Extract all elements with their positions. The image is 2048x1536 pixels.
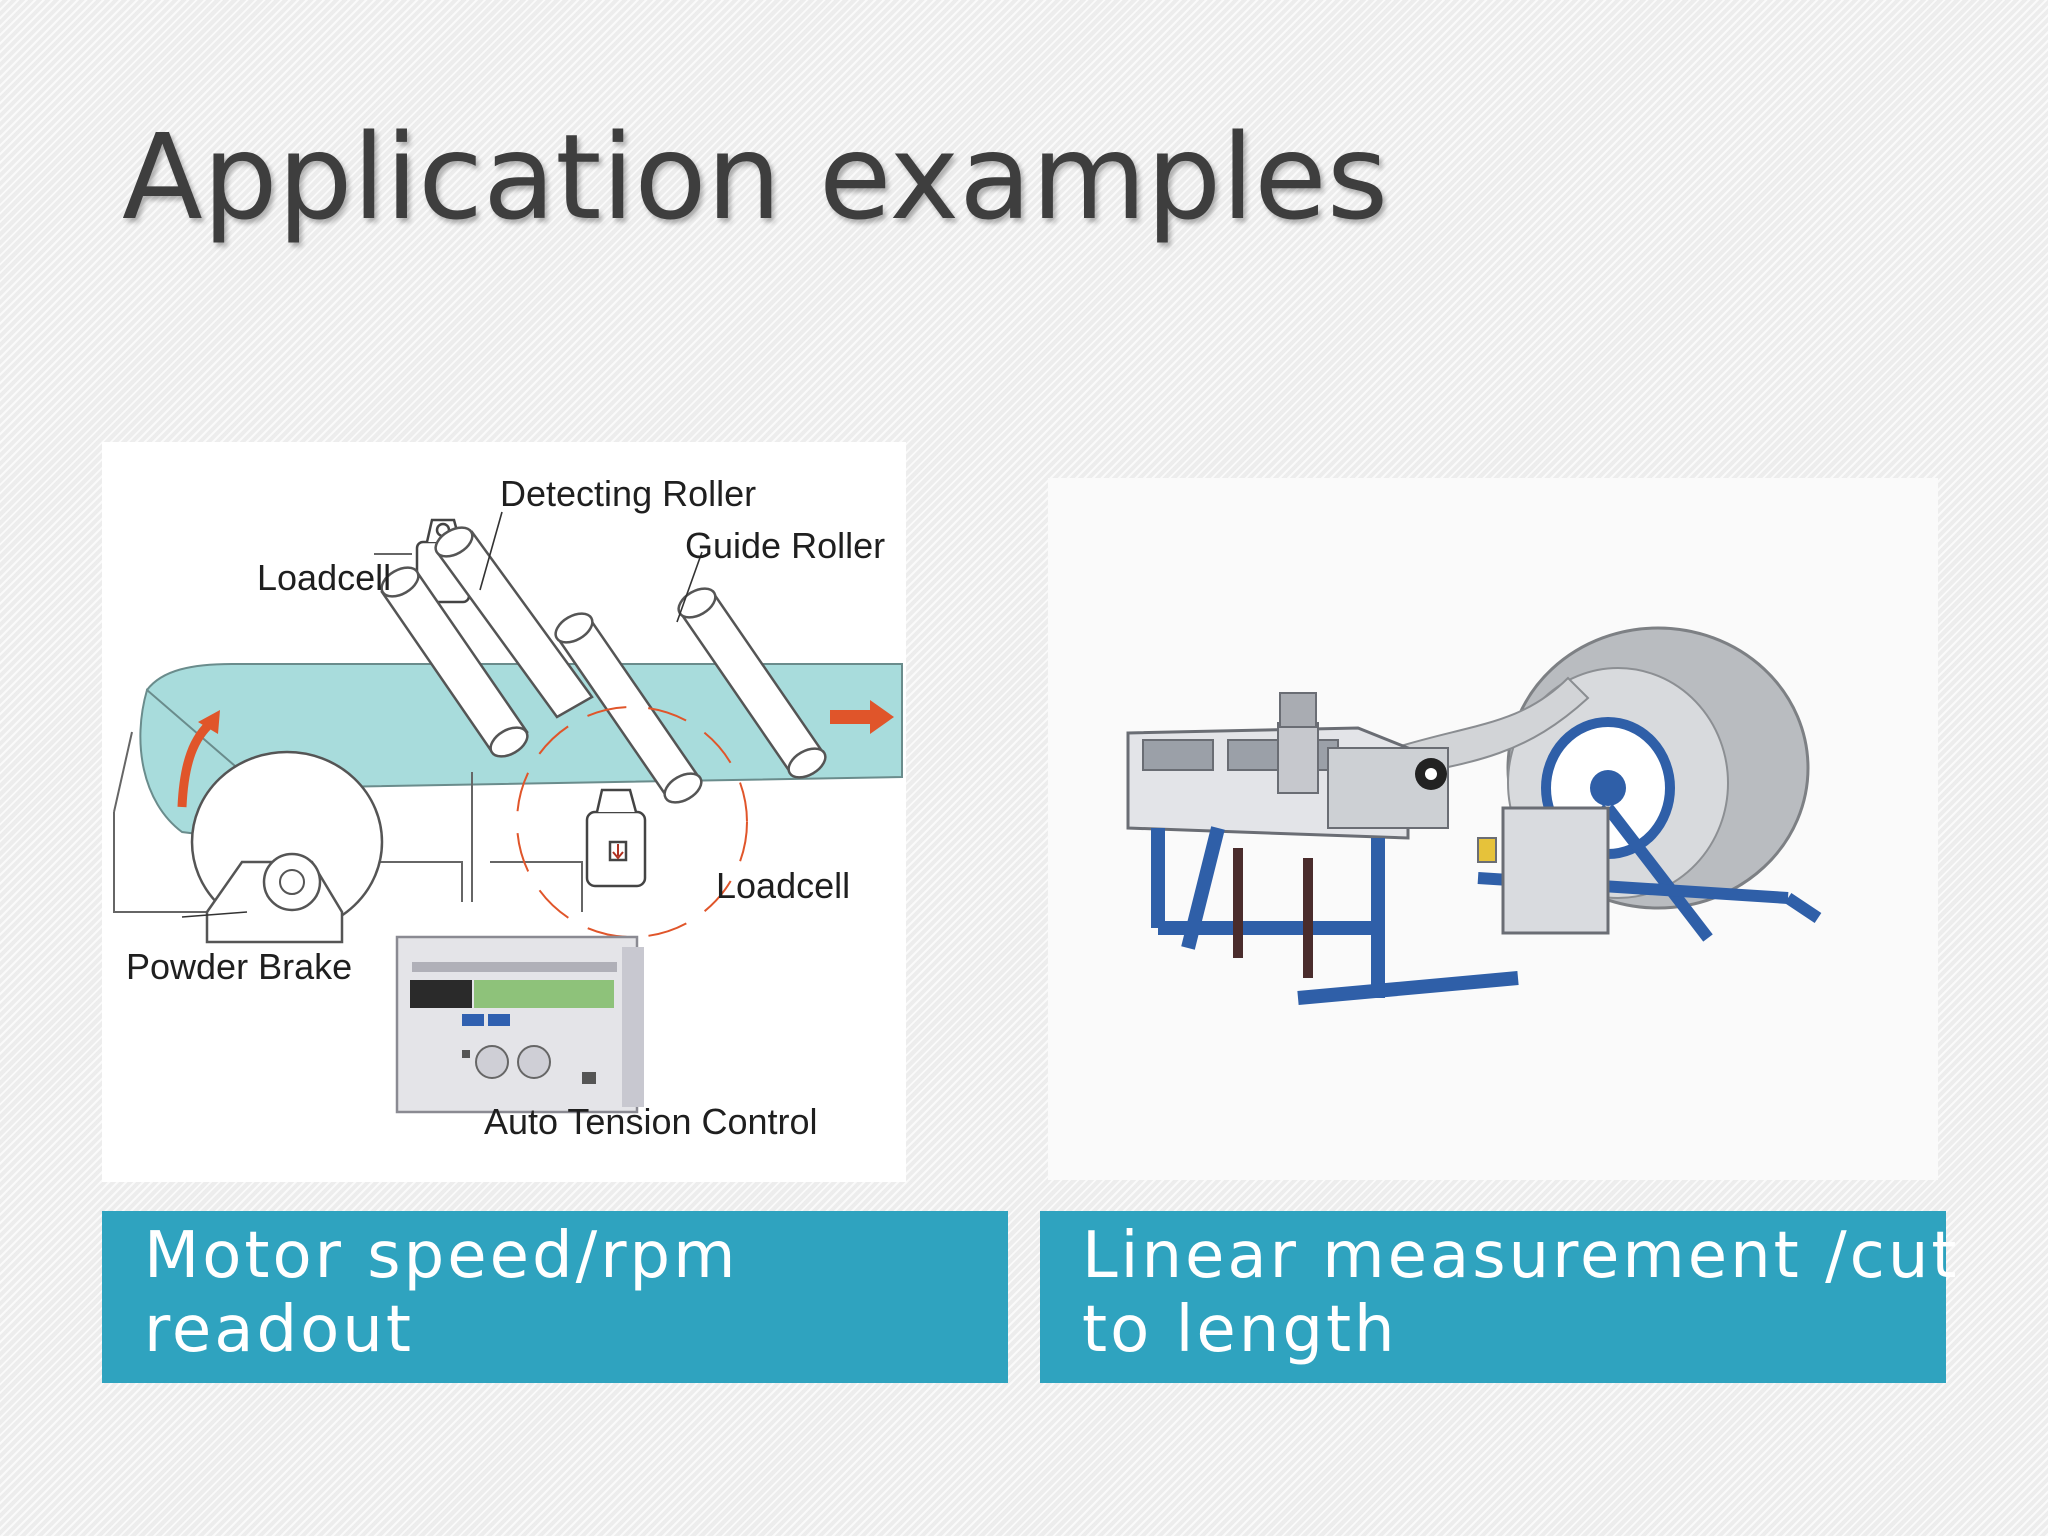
control-box xyxy=(1501,806,1610,935)
direction-arrow-curved-head-icon xyxy=(198,710,220,734)
caption-right-line2: to length xyxy=(1082,1293,1398,1367)
slide-title: Application examples xyxy=(122,108,1389,246)
label-auto-tension-control: Auto Tension Control xyxy=(484,1101,818,1142)
label-loadcell-bottom: Loadcell xyxy=(716,865,850,906)
tension-diagram-svg: Detecting Roller Guide Roller Loadcell L… xyxy=(113,473,903,1142)
machine-frame xyxy=(113,731,583,913)
machine-base xyxy=(1233,848,1313,978)
caption-motor-speed: Motor speed/rpm readout xyxy=(102,1211,1008,1383)
guide-roller xyxy=(677,587,827,779)
machine-legs xyxy=(1151,826,1519,1005)
cut-to-length-machine-image xyxy=(1048,478,1938,1180)
direction-arrow-right-icon xyxy=(830,700,894,734)
label-loadcell-top: Loadcell xyxy=(257,557,391,598)
loadcell-bottom-highlight xyxy=(516,706,748,938)
label-detecting-roller: Detecting Roller xyxy=(500,473,756,514)
loadcell-arrow-icon xyxy=(612,844,624,860)
machine-body xyxy=(1126,692,1449,840)
detecting-roller xyxy=(380,566,529,758)
caption-left-line2: readout xyxy=(144,1293,414,1367)
caption-linear-measurement: Linear measurement /cut to length xyxy=(1040,1211,1960,1383)
auto-tension-control-unit xyxy=(395,935,644,1114)
label-leader-lines xyxy=(181,511,703,918)
machine-illustration-svg xyxy=(1126,626,1822,1005)
label-powder-brake: Powder Brake xyxy=(126,946,352,987)
roller-third xyxy=(554,612,703,804)
label-guide-roller: Guide Roller xyxy=(685,525,885,566)
caption-left-line1: Motor speed/rpm xyxy=(144,1219,739,1293)
loadcell-bottom-device xyxy=(585,788,647,888)
caption-right-line1: Linear measurement /cut xyxy=(1082,1219,1960,1293)
roller-middle xyxy=(434,526,594,719)
powder-brake-hub xyxy=(262,852,322,912)
tension-control-diagram: Detecting Roller Guide Roller Loadcell L… xyxy=(102,442,906,1182)
